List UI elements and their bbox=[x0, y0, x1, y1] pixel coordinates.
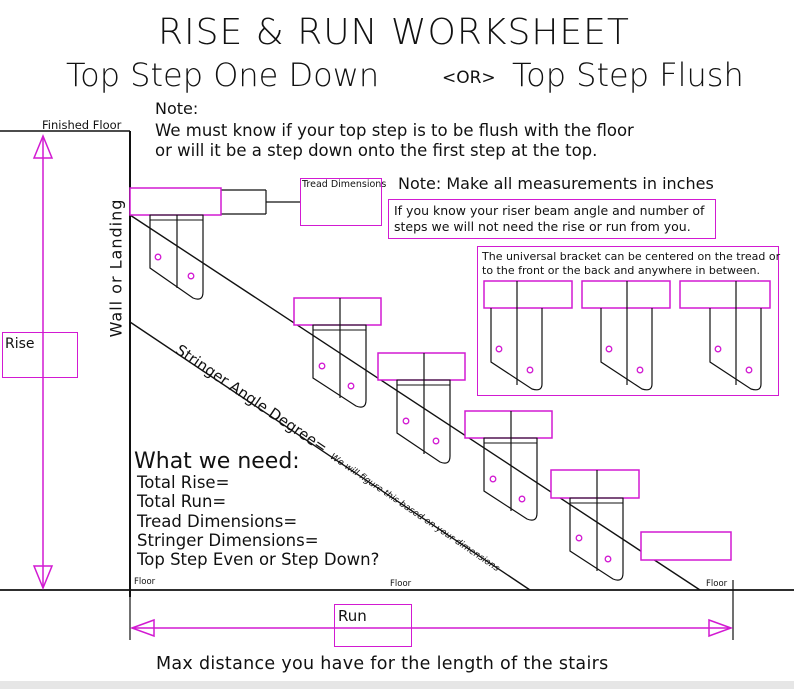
bottom-scroll-strip bbox=[0, 681, 794, 689]
step-3-bracket bbox=[396, 380, 451, 464]
step-1 bbox=[129, 187, 222, 300]
step-3 bbox=[377, 352, 466, 464]
universal-note-line-2: to the front or the back and anywhere in… bbox=[482, 264, 760, 277]
floor-label-left: Floor bbox=[134, 577, 156, 587]
step-1-hole-a bbox=[154, 253, 162, 261]
riser-note-box: If you know your riser beam angle and nu… bbox=[388, 199, 716, 239]
step-4-bracket-top bbox=[483, 437, 538, 444]
rise-label: Rise bbox=[5, 336, 35, 352]
step-4-hole-a bbox=[489, 475, 497, 483]
rise-arrow-bottom bbox=[32, 565, 54, 590]
run-arrow-left bbox=[129, 618, 155, 638]
step-2-hole-a bbox=[318, 362, 326, 370]
run-arrow-right bbox=[708, 618, 734, 638]
step-5 bbox=[550, 469, 640, 581]
riser-note-line-1: If you know your riser beam angle and nu… bbox=[394, 203, 705, 218]
step-3-hole-b bbox=[432, 437, 440, 445]
subtitle-or: <OR> bbox=[442, 68, 496, 88]
step-2-bracket bbox=[312, 325, 367, 408]
riser-note-line-2: steps we will not need the rise or run f… bbox=[394, 219, 691, 234]
floor-label-right: Floor bbox=[706, 579, 728, 589]
step-4-tread bbox=[464, 410, 553, 439]
subtitle-top-step-flush: Top Step Flush bbox=[512, 56, 744, 94]
run-input-box[interactable]: Run bbox=[334, 604, 412, 647]
step-3-tread bbox=[377, 352, 466, 381]
step-3-bracket-top bbox=[396, 379, 451, 386]
tread-dimensions-label: Tread Dimensions bbox=[302, 179, 387, 190]
step-5-tread bbox=[550, 469, 640, 499]
step-5-bracket bbox=[569, 498, 624, 581]
note-heading: Note: bbox=[155, 99, 199, 118]
step-4-hole-b bbox=[518, 495, 526, 503]
need-item-stringer-dimensions: Stringer Dimensions= bbox=[137, 531, 319, 550]
worksheet-title: RISE & RUN WORKSHEET bbox=[158, 12, 630, 53]
step-4 bbox=[464, 410, 553, 521]
what-we-need-heading: What we need: bbox=[134, 449, 300, 474]
universal-note-line-1: The universal bracket can be centered on… bbox=[482, 250, 781, 263]
step-5-hole-a bbox=[575, 534, 583, 542]
step-5-bracket-top bbox=[569, 497, 624, 504]
rise-arrow-top bbox=[32, 134, 54, 159]
landing-tread bbox=[640, 531, 732, 561]
step-4-bracket bbox=[483, 438, 538, 521]
floor-label-middle: Floor bbox=[390, 579, 412, 589]
tread-dimensions-box: Tread Dimensions bbox=[300, 178, 386, 226]
stringer-angle-label: Stringer Angle Degree= bbox=[172, 340, 331, 457]
need-item-total-run: Total Run= bbox=[137, 492, 227, 511]
run-label: Run bbox=[338, 607, 367, 625]
universal-bracket-panel: The universal bracket can be centered on… bbox=[477, 246, 781, 396]
subtitle-top-step-one-down: Top Step One Down bbox=[66, 56, 380, 94]
note-line-1: We must know if your top step is to be f… bbox=[155, 121, 634, 140]
need-item-tread-dimensions: Tread Dimensions= bbox=[137, 512, 298, 531]
step-2 bbox=[293, 297, 382, 408]
finished-floor-label: Finished Floor bbox=[42, 118, 122, 132]
step-2-tread bbox=[293, 297, 382, 326]
step-2-bracket-top bbox=[312, 324, 367, 331]
max-distance-caption: Max distance you have for the length of … bbox=[156, 654, 609, 674]
rise-input-box[interactable]: Rise bbox=[2, 332, 78, 378]
wall-or-landing-label: Wall or Landing bbox=[106, 198, 126, 338]
step-1-tread bbox=[129, 187, 222, 216]
need-item-total-rise: Total Rise= bbox=[137, 473, 230, 492]
step-5-hole-b bbox=[604, 555, 612, 563]
step-1-bracket-top bbox=[149, 214, 204, 221]
step-3-hole-a bbox=[402, 417, 410, 425]
measurement-note: Note: Make all measurements in inches bbox=[398, 174, 714, 193]
step-1-bracket bbox=[149, 215, 204, 300]
note-line-2: or will it be a step down onto the first… bbox=[155, 141, 598, 160]
step-1-hole-b bbox=[187, 272, 195, 280]
step-2-hole-b bbox=[347, 382, 355, 390]
need-item-top-step: Top Step Even or Step Down? bbox=[137, 550, 380, 569]
